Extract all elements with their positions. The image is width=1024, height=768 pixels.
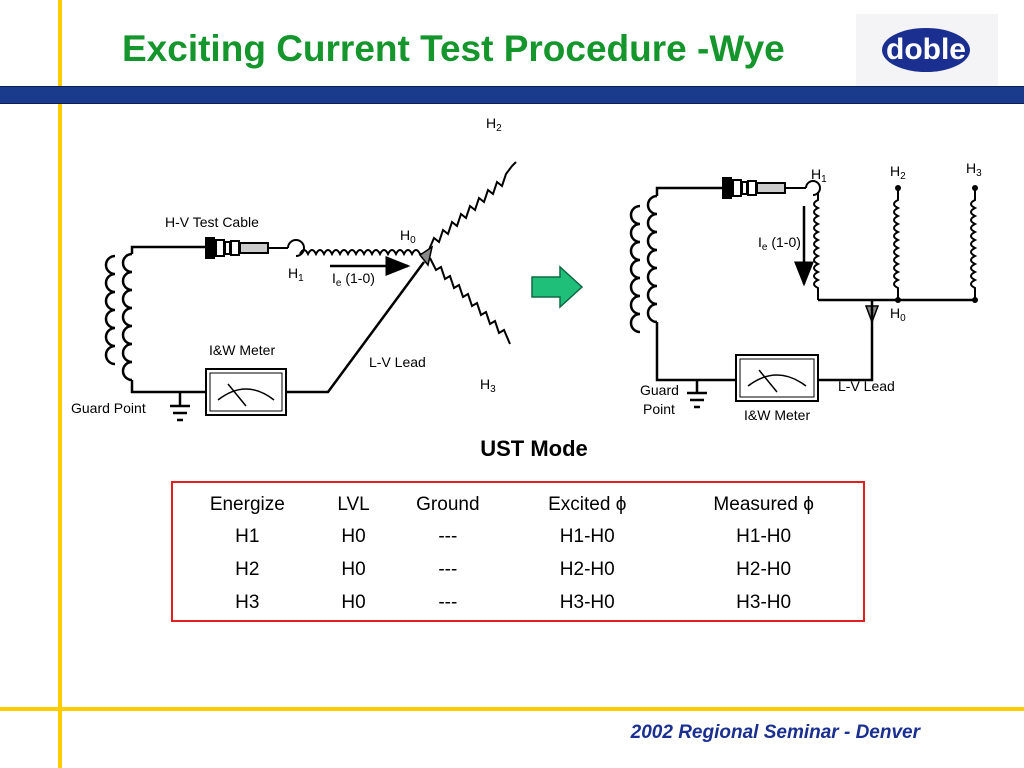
left-hv-cable-connector	[205, 237, 305, 259]
accent-vertical-line	[58, 0, 62, 768]
table-cell: H3	[235, 592, 260, 614]
left-iw-meter-icon	[205, 368, 287, 416]
left-winding-h0-h2	[427, 161, 517, 253]
left-ground-icon	[170, 392, 190, 422]
right-guard-label-line1: Guard	[640, 382, 679, 398]
table-cell: ---	[438, 559, 458, 581]
table-cell: H3-H0	[559, 592, 615, 614]
table-cell: ---	[438, 592, 458, 614]
procedure-table: Energize LVL Ground Excited ϕ Measured ϕ…	[171, 481, 865, 622]
table-row: H1 H0 --- H1-H0 H1-H0	[172, 521, 864, 554]
left-coil-a	[104, 254, 116, 366]
left-diagram: H-V Test Cable H1 H0 H2 H3 Ie (1-0) I&W …	[71, 115, 517, 422]
right-h1-label: H1	[811, 166, 827, 185]
header-bar	[0, 86, 1024, 104]
right-winding-h2	[893, 188, 901, 300]
right-diagram: H1 H2 H3 H0 Ie (1-0) Guard Point I&W Met…	[629, 160, 982, 423]
table-cell: H0	[341, 592, 366, 614]
table-cell: H1-H0	[559, 526, 615, 548]
left-h3-label: H3	[480, 376, 496, 395]
footer-text: 2002 Regional Seminar - Denver	[630, 722, 920, 743]
table-cell: H0	[341, 559, 366, 581]
slide-title: Exciting Current Test Procedure -Wye	[122, 28, 785, 69]
col-header-ground: Ground	[416, 494, 480, 515]
left-meter-label: I&W Meter	[209, 342, 275, 358]
table-cell: ---	[438, 526, 458, 548]
table-cell: H3-H0	[736, 592, 792, 614]
doble-logo: doble	[856, 14, 998, 86]
left-h0-label: H0	[400, 227, 416, 246]
left-h2-label: H2	[486, 115, 502, 134]
right-meter-label: I&W Meter	[744, 407, 810, 423]
left-h0-node-icon	[418, 245, 434, 267]
col-header-lvl: LVL	[337, 494, 370, 515]
right-coil-a	[629, 204, 641, 334]
table-header-row: Energize LVL Ground Excited ϕ Measured ϕ	[172, 482, 864, 521]
table-cell: H1-H0	[736, 526, 792, 548]
right-h0-label: H0	[890, 305, 906, 324]
col-header-energize: Energize	[209, 494, 285, 515]
logo-text: doble	[886, 33, 966, 66]
right-iw-meter-icon	[735, 354, 819, 402]
right-h2-label: H2	[890, 163, 906, 182]
table-cell: H2-H0	[559, 559, 615, 581]
right-arrow-icon	[531, 265, 584, 309]
left-winding-h0-h3	[429, 257, 511, 345]
right-coil-b	[646, 194, 658, 324]
left-lv-lead-label: L-V Lead	[369, 354, 426, 370]
right-lv-lead-label: L-V Lead	[838, 378, 895, 394]
table-cell: H2-H0	[736, 559, 792, 581]
accent-horizontal-line	[0, 707, 1024, 711]
table-row: H3 H0 --- H3-H0 H3-H0	[172, 587, 864, 621]
wye-diagrams: H-V Test Cable H1 H0 H2 H3 Ie (1-0) I&W …	[71, 115, 982, 423]
right-ie-label: Ie (1-0)	[758, 234, 801, 253]
left-ie-label: Ie (1-0)	[332, 270, 375, 289]
left-guard-point-label: Guard Point	[71, 400, 146, 416]
right-h3-label: H3	[966, 160, 982, 179]
col-header-measured: Measured ϕ	[713, 494, 814, 515]
right-winding-h1	[813, 192, 821, 300]
right-hv-cable-connector	[722, 177, 821, 199]
table-row: H2 H0 --- H2-H0 H2-H0	[172, 554, 864, 587]
left-h1-label: H1	[288, 265, 304, 284]
left-winding-h1-h0	[299, 249, 424, 257]
right-winding-h3	[970, 188, 978, 300]
table-cell: H1	[235, 526, 260, 548]
left-hv-cable-label: H-V Test Cable	[165, 214, 259, 230]
table-cell: H2	[235, 559, 260, 581]
right-guard-label-line2: Point	[643, 401, 675, 417]
table-cell: H0	[341, 526, 366, 548]
right-ground-icon	[687, 380, 707, 409]
left-coil-b	[121, 252, 133, 382]
mode-label: UST Mode	[480, 436, 588, 461]
col-header-excited: Excited ϕ	[548, 494, 627, 515]
